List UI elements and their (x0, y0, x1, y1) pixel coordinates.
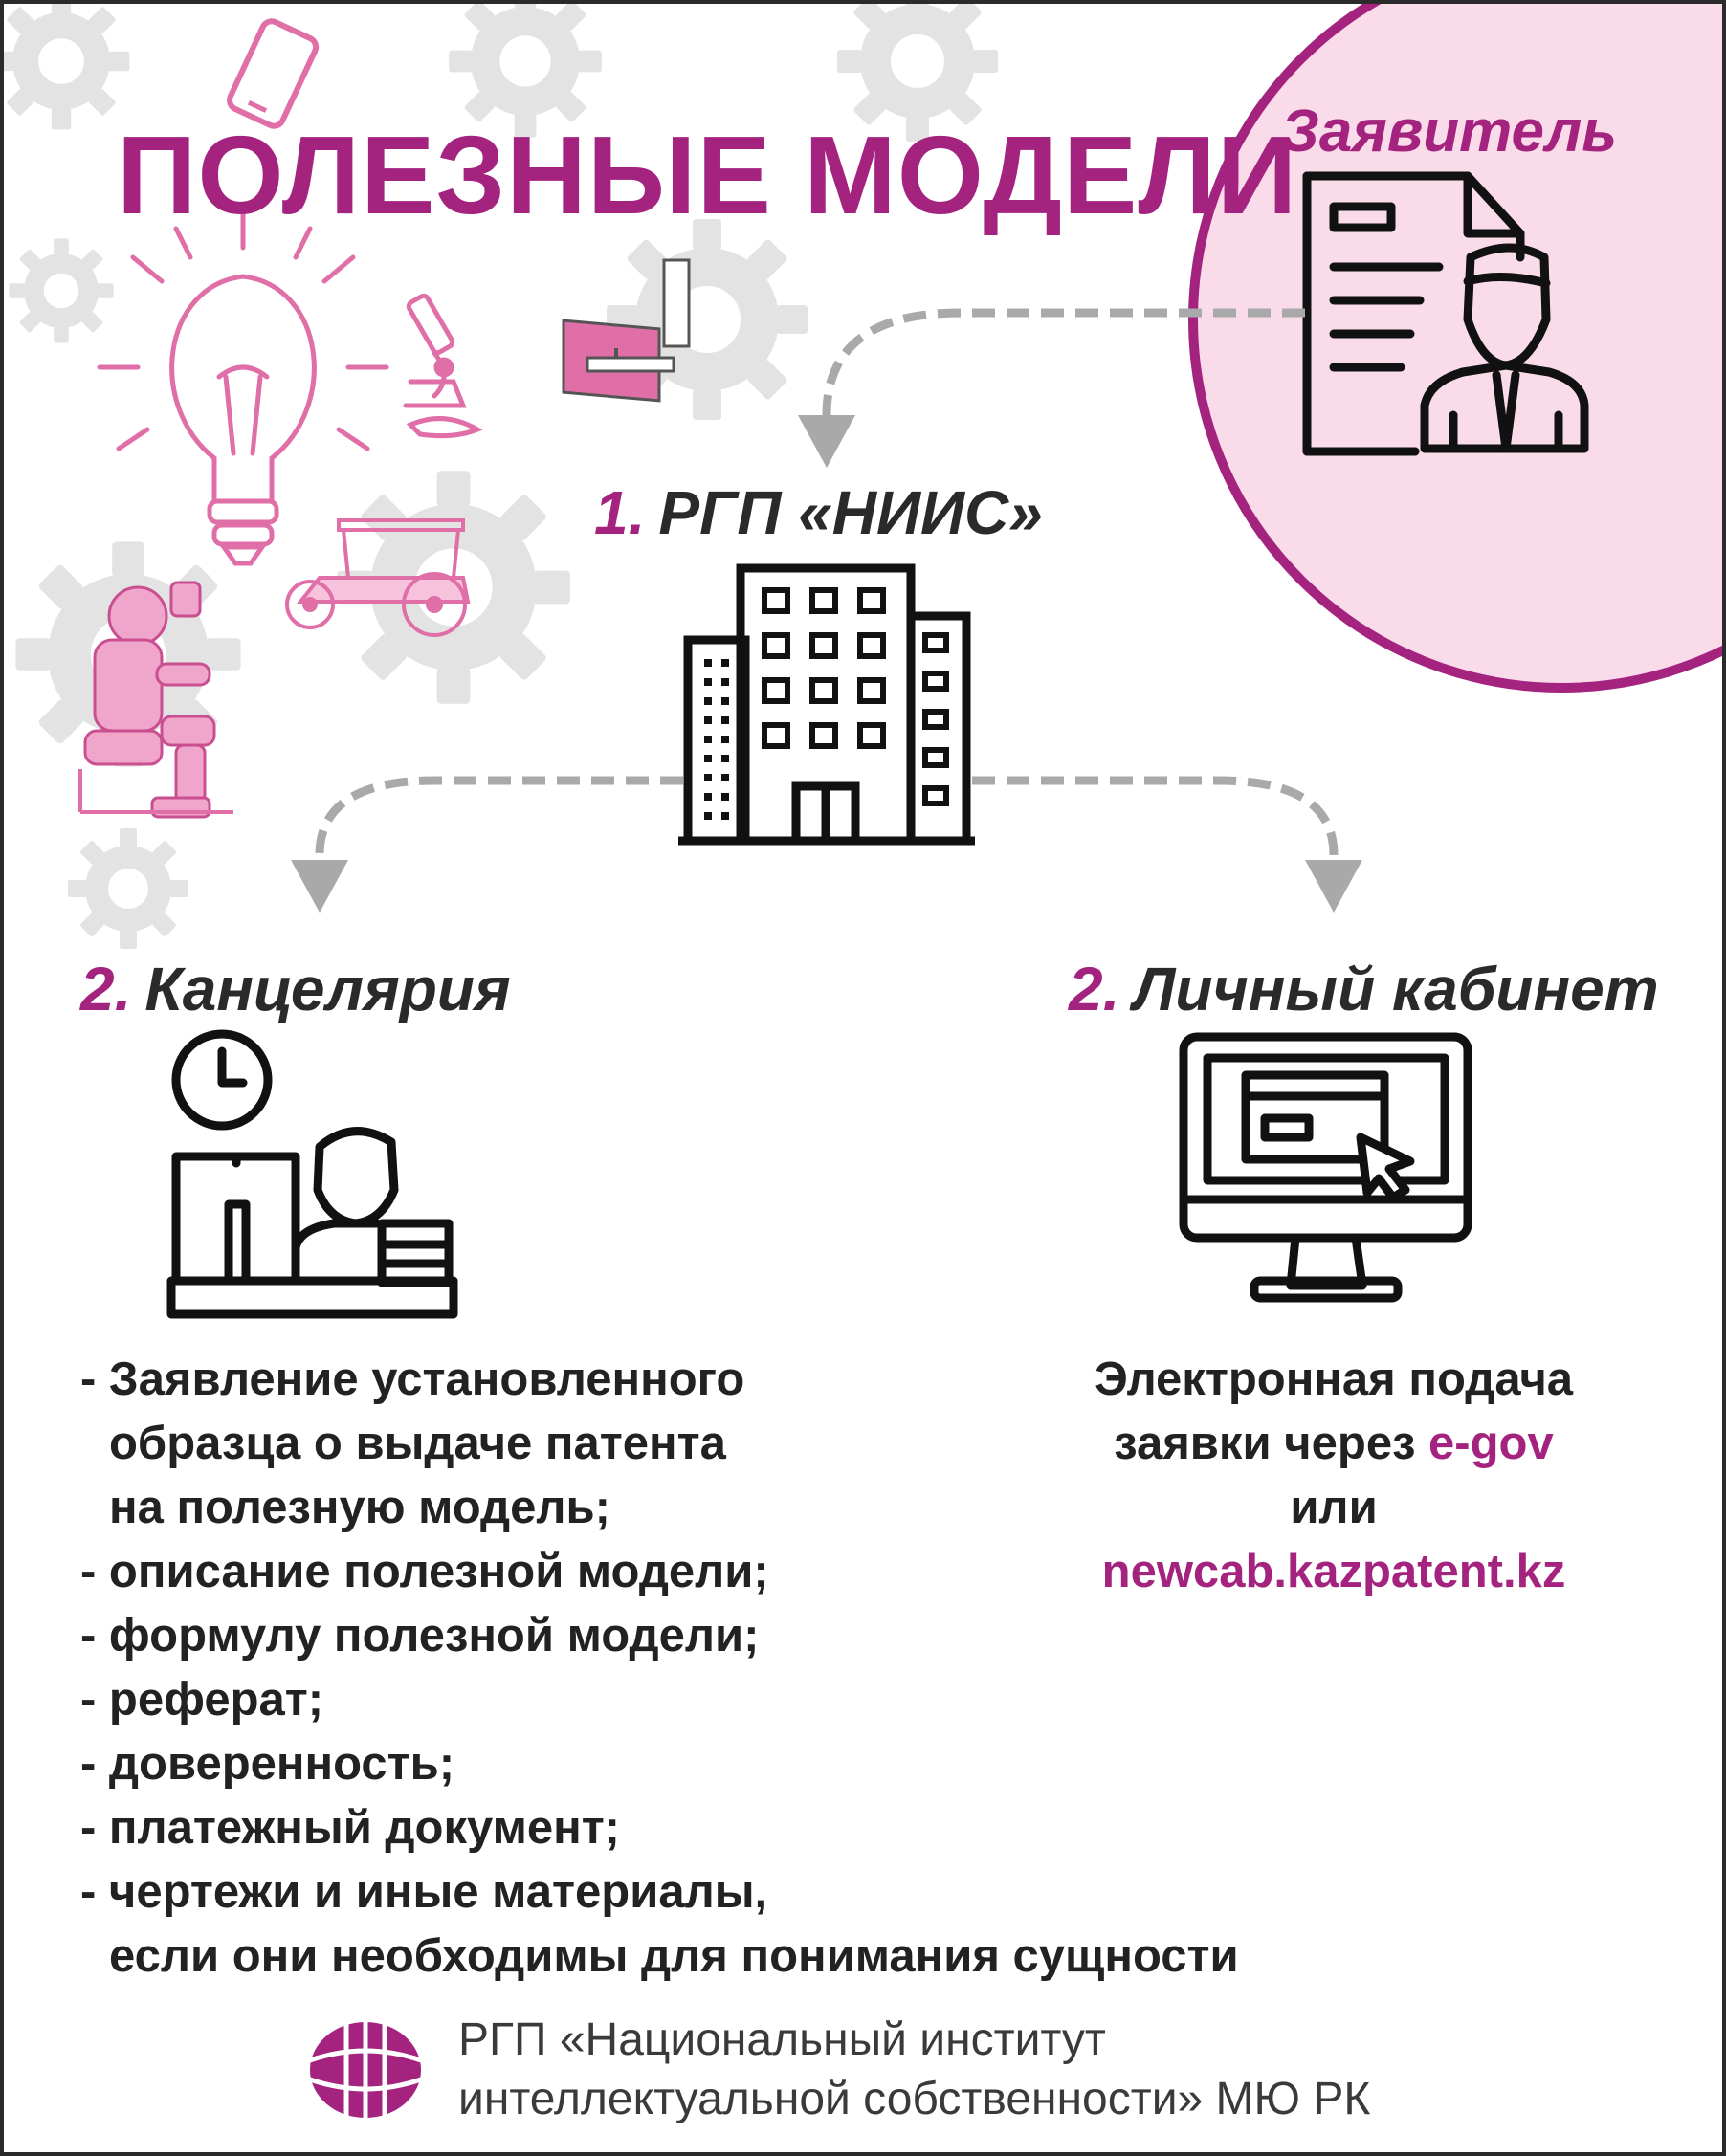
arrow-applicant-to-niis (798, 308, 1305, 468)
smartphone-icon (227, 18, 320, 129)
microscope-icon (403, 293, 483, 439)
list-item: - описание полезной модели; (80, 1546, 769, 1597)
step-2-office-label: Канцелярия (144, 955, 511, 1023)
online-line-2: заявки через e-gov (1018, 1412, 1649, 1476)
arrow-niis-to-office (291, 776, 683, 913)
step-1-label: РГП «НИИС» (658, 478, 1043, 547)
desktop-computer-icon (562, 258, 691, 403)
required-documents-list: - Заявление установленного образца о выд… (80, 1348, 1239, 1989)
newcab-link[interactable]: newcab.kazpatent.kz (1101, 1546, 1566, 1597)
gear-icon (9, 238, 113, 342)
step-2-cabinet: 2.Личный кабинет (1069, 954, 1659, 1024)
list-item: - доверенность; (80, 1738, 455, 1790)
footer-line-1: РГП «Национальный институт (458, 2014, 1106, 2065)
step-1-number: 1. (594, 478, 646, 547)
background-graphics (4, 4, 1722, 2127)
online-line-1: Электронная подача (1094, 1353, 1574, 1405)
applicant-label: Заявитель (1281, 99, 1618, 165)
niis-logo-icon (309, 2013, 422, 2127)
list-item: - чертежи и иные материалы, (80, 1866, 768, 1918)
list-item: образца о выдаче патента (109, 1418, 726, 1469)
computer-monitor-icon (1179, 1032, 1472, 1303)
list-item: - платежный документ; (80, 1802, 621, 1854)
clerk-desk-icon (166, 1029, 458, 1319)
vintage-car-icon (285, 518, 471, 637)
step-2-office: 2.Канцелярия (80, 954, 511, 1024)
online-submission-text: Электронная подача заявки через e-gov ил… (1018, 1348, 1649, 1604)
page-title: ПОЛЕЗНЫЕ МОДЕЛИ (117, 113, 1298, 237)
list-item: - формулу полезной модели; (80, 1610, 760, 1661)
online-line-3: или (1290, 1482, 1378, 1533)
footer-organization: РГП «Национальный институт интеллектуаль… (458, 2011, 1370, 2129)
applicant-document-icon (1302, 171, 1589, 456)
step-2-cabinet-label: Личный кабинет (1133, 955, 1659, 1023)
list-item: если они необходимы для понимания сущнос… (109, 1930, 1239, 1982)
egov-link[interactable]: e-gov (1428, 1418, 1554, 1469)
gear-icon (4, 4, 129, 129)
step-1-niis: 1.РГП «НИИС» (594, 477, 1043, 548)
robot-icon (78, 581, 233, 819)
gear-icon (68, 828, 188, 949)
lightbulb-icon (97, 207, 389, 566)
step-2-office-number: 2. (80, 955, 132, 1023)
arrow-niis-to-cabinet (972, 776, 1362, 913)
list-item: - реферат; (80, 1674, 324, 1726)
office-building-icon (678, 563, 975, 846)
footer-line-2: интеллектуальной собственности» МЮ РК (458, 2074, 1371, 2124)
online-line-2-prefix: заявки через (1114, 1418, 1429, 1469)
list-item: на полезную модель; (109, 1482, 610, 1533)
list-item: - Заявление установленного (80, 1353, 745, 1405)
step-2-cabinet-number: 2. (1069, 955, 1120, 1023)
